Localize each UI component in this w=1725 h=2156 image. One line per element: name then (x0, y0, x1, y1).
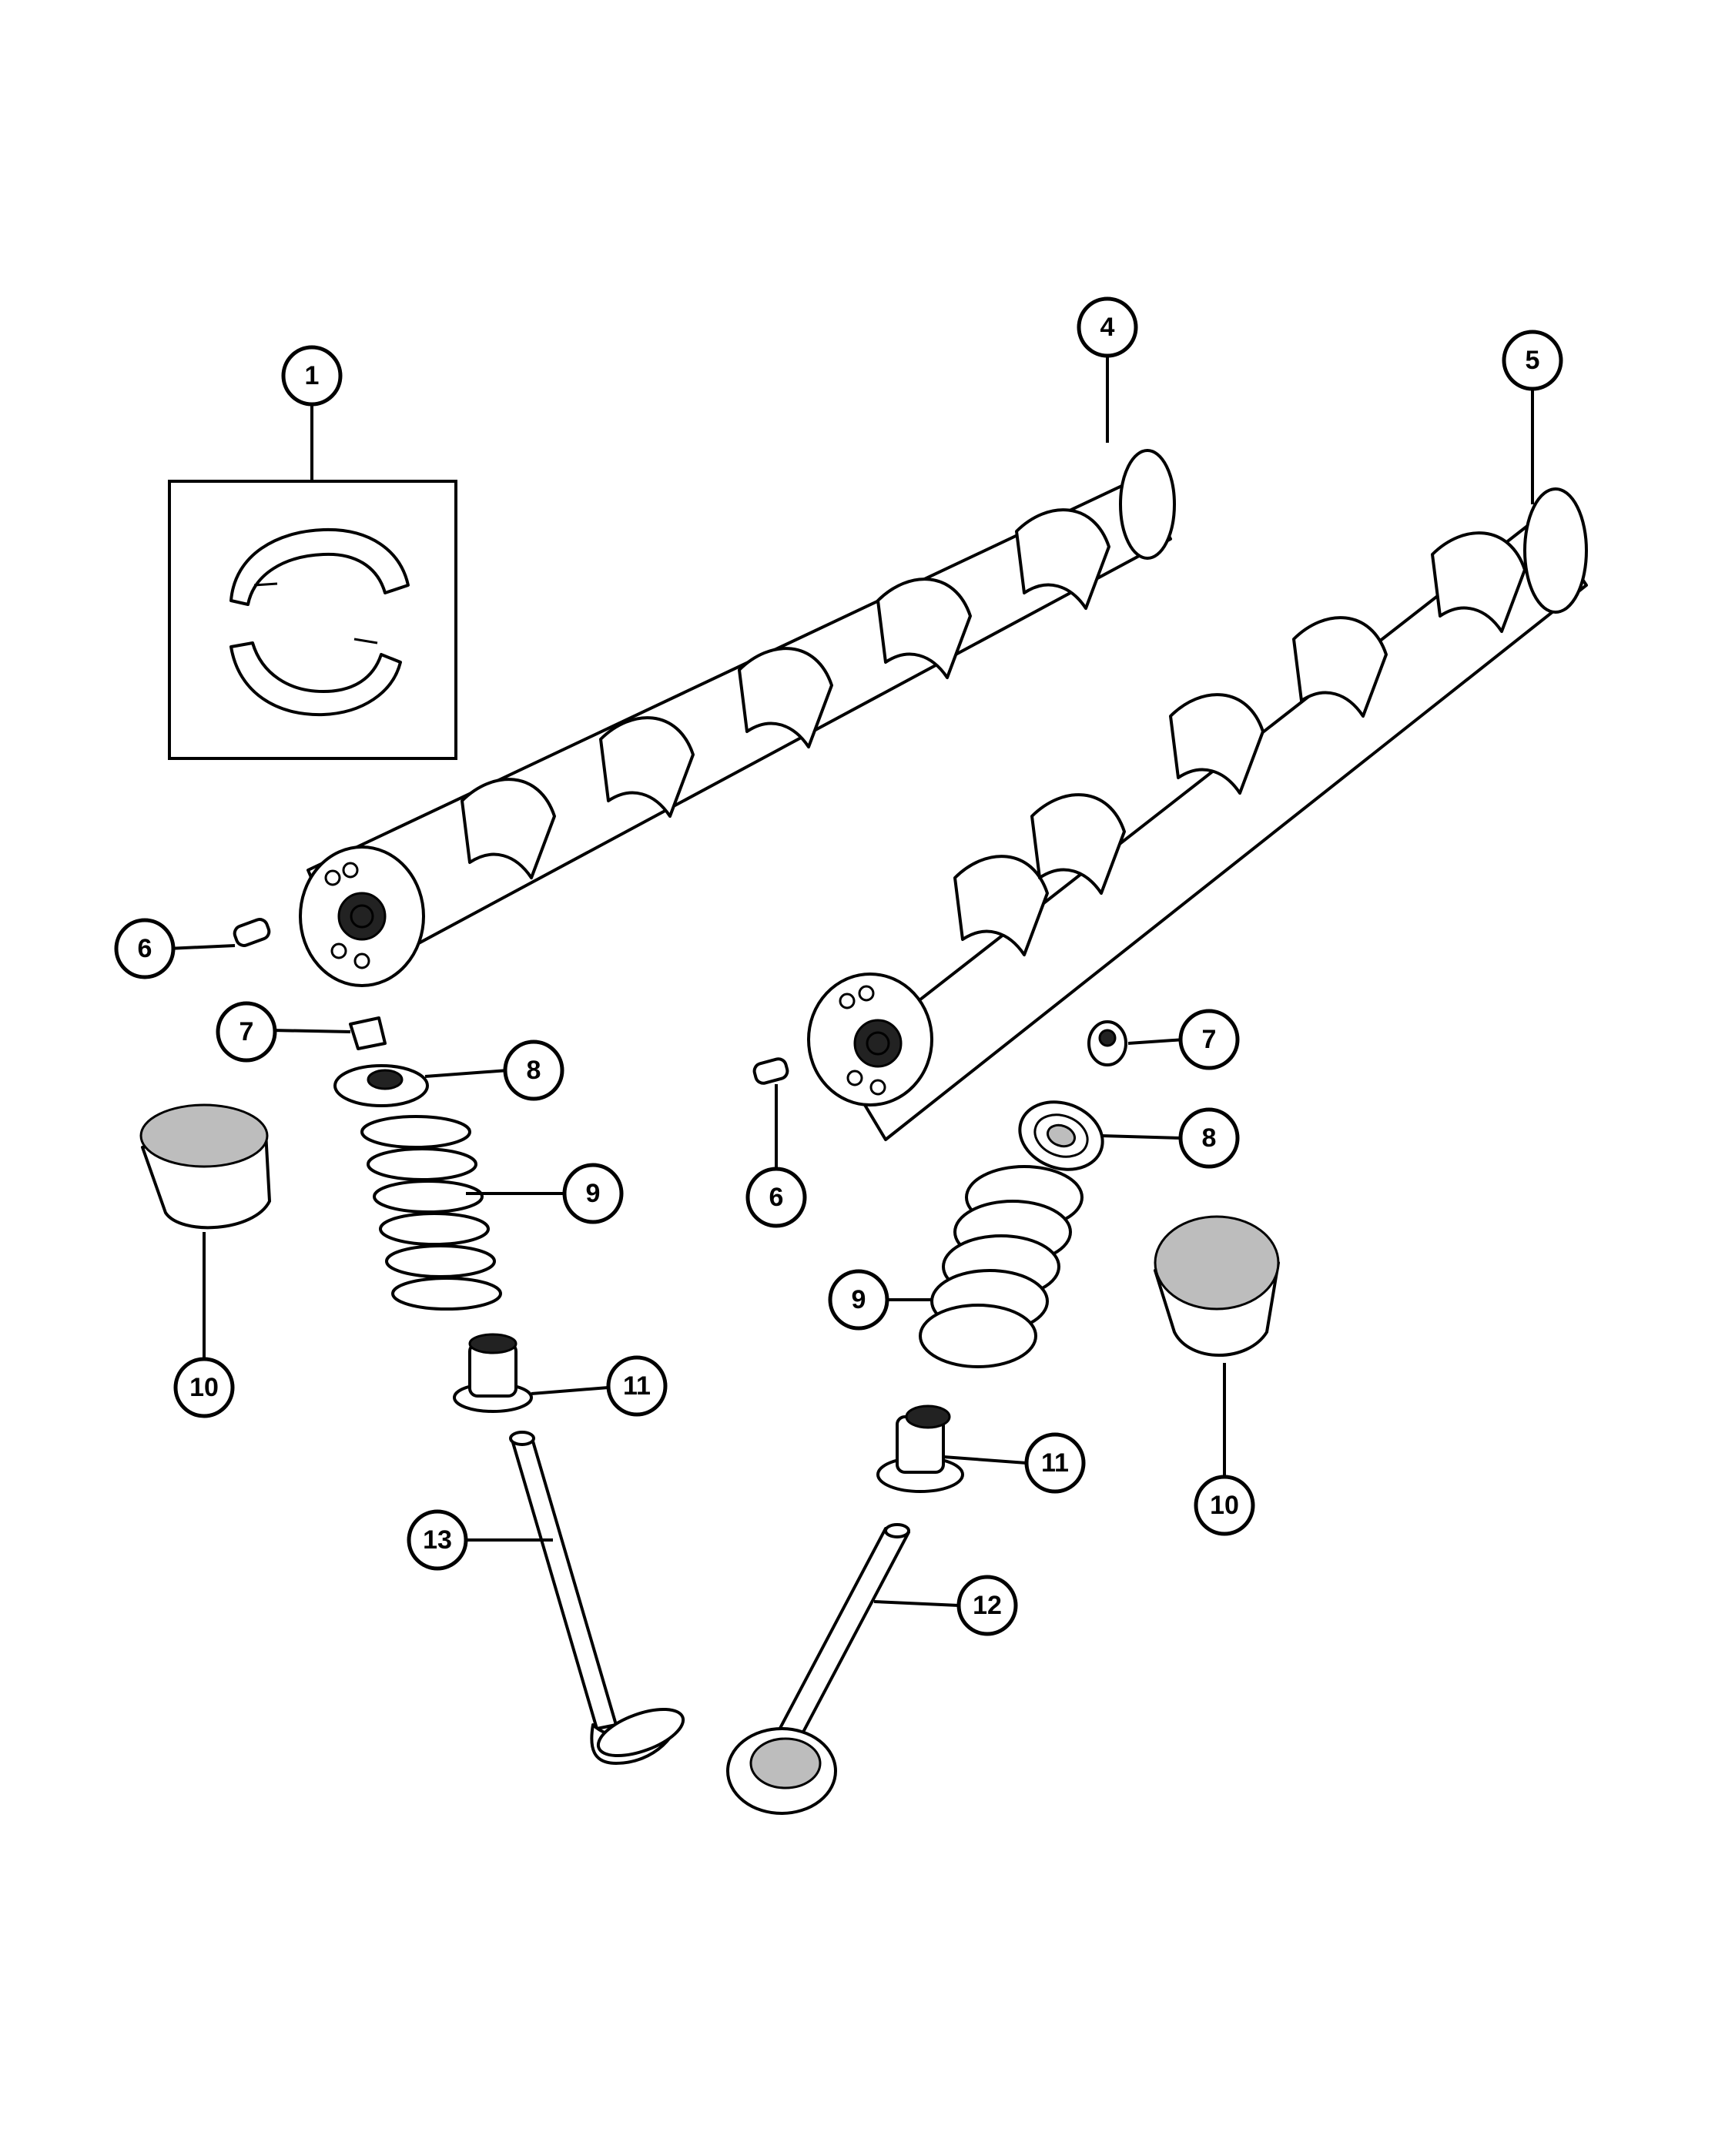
valve-stem-seal-left (453, 1333, 533, 1413)
valve-keeper-left (349, 1016, 387, 1050)
callout-7-left: 7 (216, 1001, 277, 1063)
valve-keeper-right (1087, 1020, 1127, 1066)
tappet-right (1154, 1215, 1280, 1357)
callout-6-right: 6 (745, 1167, 807, 1228)
callout-label-6-right: 6 (769, 1183, 784, 1212)
callout-1: 1 (281, 345, 343, 407)
valve-spring-right (919, 1165, 1084, 1368)
callout-label-4: 4 (1100, 313, 1115, 342)
callout-label-10-right: 10 (1210, 1491, 1239, 1520)
callout-label-5: 5 (1526, 346, 1540, 375)
callout-label-1: 1 (305, 361, 320, 390)
spring-retainer-right (1018, 1100, 1104, 1171)
exhaust-camshaft (807, 487, 1588, 1141)
valve-spring-left (360, 1115, 502, 1311)
intake-camshaft (299, 449, 1176, 987)
callout-label-7-left: 7 (239, 1017, 254, 1046)
dowel-pin-left (233, 918, 271, 947)
callout-8-left: 8 (503, 1040, 564, 1101)
callout-12: 12 (956, 1575, 1018, 1636)
callout-5: 5 (1502, 330, 1563, 391)
callout-11-right: 11 (1024, 1432, 1086, 1494)
callout-label-7-right: 7 (1202, 1025, 1217, 1054)
callout-9-right: 9 (828, 1269, 889, 1331)
callout-10-left: 10 (173, 1357, 235, 1418)
callout-label-12: 12 (973, 1591, 1002, 1620)
callout-label-10-left: 10 (189, 1373, 219, 1402)
tappet-left (139, 1103, 271, 1230)
callout-label-6-left: 6 (138, 934, 152, 963)
bearing-inset-box (168, 480, 457, 760)
callout-9-left: 9 (562, 1163, 624, 1224)
callout-10-right: 10 (1194, 1475, 1255, 1536)
callout-7-right: 7 (1178, 1009, 1240, 1070)
spring-retainer-left (333, 1064, 429, 1107)
callout-6-left: 6 (114, 918, 176, 979)
callout-label-8-right: 8 (1202, 1123, 1217, 1153)
valve-stem-seal-right (876, 1404, 964, 1493)
exhaust-valve (726, 1523, 910, 1815)
callout-4: 4 (1077, 296, 1138, 358)
callout-label-11-right: 11 (1041, 1448, 1069, 1478)
callout-13: 13 (407, 1509, 468, 1571)
callout-label-11-left: 11 (623, 1371, 651, 1401)
callout-label-9-left: 9 (586, 1179, 601, 1208)
callout-label-9-right: 9 (852, 1285, 866, 1314)
callout-11-left: 11 (606, 1355, 668, 1417)
intake-valve (509, 1431, 685, 1765)
callout-label-8-left: 8 (527, 1056, 541, 1085)
callout-label-13: 13 (423, 1525, 452, 1555)
dowel-pin-right (752, 1057, 789, 1085)
callout-8-right: 8 (1178, 1107, 1240, 1169)
